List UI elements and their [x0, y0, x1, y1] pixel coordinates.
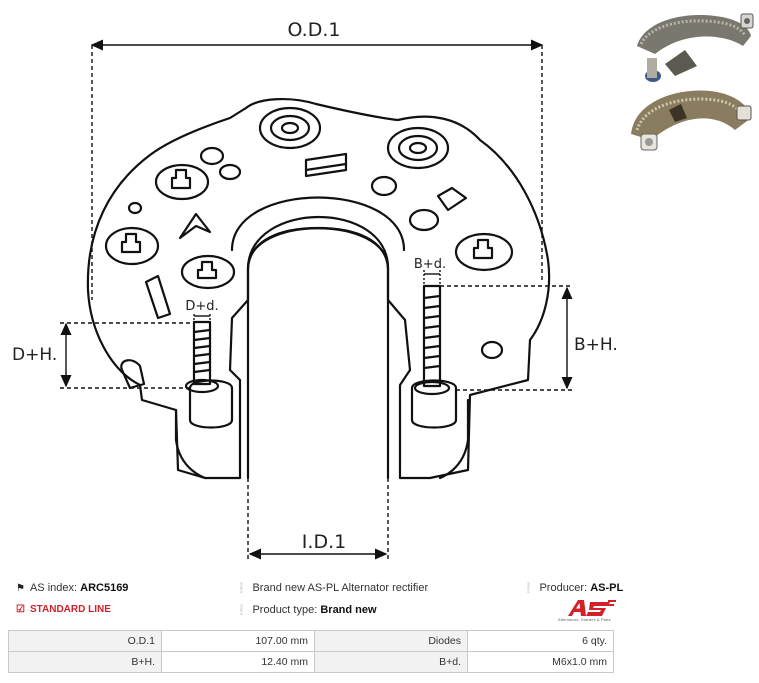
- rectifier-body-outline: [86, 97, 551, 480]
- spec-value: 12.40 mm: [161, 651, 315, 673]
- spec-label: B+d.: [314, 651, 468, 673]
- standard-line-text: STANDARD LINE: [29, 604, 111, 615]
- brand-text: Brand new AS-PL Alternator rectifier: [252, 582, 429, 594]
- checkbox-icon: ☑: [16, 604, 25, 615]
- spec-label: Diodes: [314, 630, 468, 652]
- info-icon: ❕: [522, 583, 535, 594]
- table-row: B+H. 12.40 mm B+d. M6x1.0 mm: [8, 651, 614, 673]
- spec-label: O.D.1: [8, 630, 162, 652]
- rectifier-technical-drawing: O.D.1 I.D.1 D+H. B+H. D+d. B+d.: [12, 19, 618, 560]
- tag-icon: ⚑: [16, 583, 25, 594]
- spec-label: B+H.: [8, 651, 162, 673]
- dh-label: D+H.: [12, 345, 57, 365]
- standard-line-badge: ☑ STANDARD LINE: [16, 604, 111, 615]
- spec-value: M6x1.0 mm: [467, 651, 614, 673]
- bh-label: B+H.: [574, 335, 618, 355]
- rectifier-product-photo: [631, 13, 754, 151]
- id-label: I.D.1: [302, 531, 346, 553]
- spec-value: 107.00 mm: [161, 630, 315, 652]
- inner-bore: [246, 227, 390, 270]
- product-type: ❕ Product type: Brand new: [235, 604, 377, 616]
- product-type-value: Brand new: [320, 604, 377, 616]
- od-label: O.D.1: [288, 19, 341, 41]
- product-type-label: Product type:: [252, 604, 318, 616]
- rectifier-photo-bottom: [631, 90, 752, 151]
- info-icon: ❕: [235, 605, 248, 616]
- info-icon: ❕: [235, 583, 248, 594]
- as-index-label: AS index:: [29, 582, 78, 594]
- producer-value: AS-PL: [590, 582, 624, 594]
- producer: ❕ Producer: AS-PL: [522, 582, 623, 594]
- table-row: O.D.1 107.00 mm Diodes 6 qty.: [8, 630, 614, 652]
- rectifier-photo-top: [637, 13, 754, 82]
- producer-label: Producer:: [539, 582, 588, 594]
- as-index-value: ARC5169: [80, 582, 129, 594]
- specs-table: O.D.1 107.00 mm Diodes 6 qty. B+H. 12.40…: [8, 630, 614, 673]
- bd-label: B+d.: [414, 257, 446, 272]
- as-pl-logo: [568, 600, 616, 616]
- as-index: ⚑ AS index: ARC5169: [16, 582, 128, 594]
- dd-label: D+d.: [185, 299, 218, 314]
- logo-tagline: Alternators, Starters & Parts: [558, 617, 611, 622]
- brand-info: ❕ Brand new AS-PL Alternator rectifier: [235, 582, 428, 594]
- spec-value: 6 qty.: [467, 630, 614, 652]
